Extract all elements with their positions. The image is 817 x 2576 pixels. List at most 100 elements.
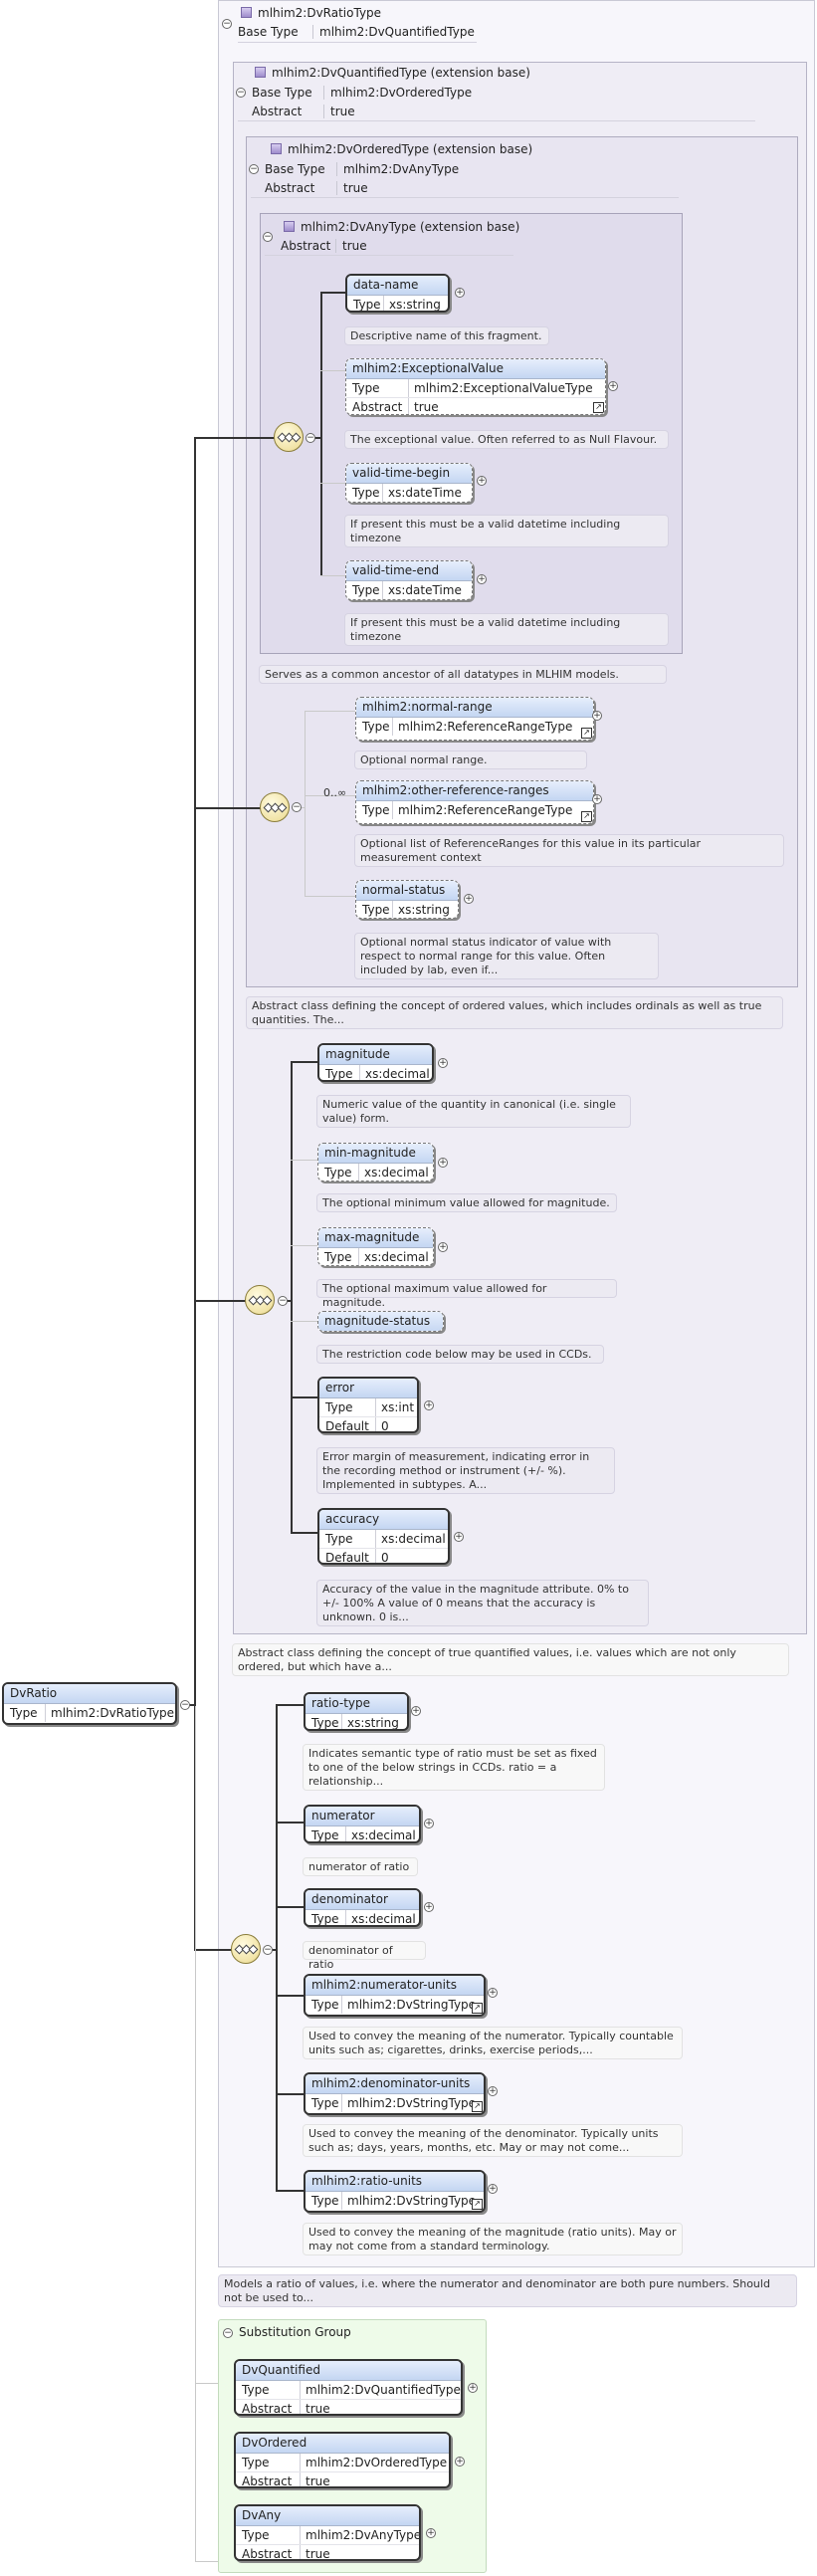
ordered-type-title: mlhim2:DvOrderedType (extension base) <box>271 142 532 156</box>
collapse-root-icon[interactable]: − <box>180 1700 190 1710</box>
connector-line <box>276 2190 304 2192</box>
expand-plus-icon[interactable]: + <box>424 1902 434 1912</box>
documentation-note: The restriction code below may be used i… <box>316 1345 604 1364</box>
collapse-substitution-icon[interactable]: − <box>223 2328 233 2338</box>
expand-plus-icon[interactable]: + <box>488 1988 498 1998</box>
expand-plus-icon[interactable]: + <box>438 1158 448 1168</box>
connector-line <box>194 807 262 809</box>
documentation-note: If present this must be a valid datetime… <box>344 515 669 547</box>
connector-line <box>291 1532 318 1534</box>
element-magnitude-status[interactable]: magnitude-status <box>317 1311 444 1332</box>
expand-plus-icon[interactable]: + <box>488 2184 498 2194</box>
connector-line <box>195 1706 196 2562</box>
connector-line <box>276 1822 304 1824</box>
connector-line <box>320 292 346 294</box>
collapse-ratio-type-icon[interactable]: − <box>222 19 232 29</box>
connector-line <box>291 1061 318 1063</box>
connector-line <box>195 2561 235 2562</box>
collapse-sequence-icon[interactable]: − <box>292 802 302 812</box>
documentation-note: If present this must be a valid datetime… <box>344 613 669 646</box>
expand-plus-icon[interactable]: + <box>454 1532 464 1542</box>
connector-line <box>285 1300 292 1302</box>
expand-plus-icon[interactable]: + <box>426 2528 436 2538</box>
expand-plus-icon[interactable]: + <box>424 1819 434 1828</box>
sequence-compositor-icon[interactable] <box>245 1285 275 1315</box>
documentation-note: Abstract class defining the concept of o… <box>246 996 783 1029</box>
expand-plus-icon[interactable]: + <box>592 794 602 804</box>
documentation-note: Optional list of ReferenceRanges for thi… <box>354 834 784 867</box>
expand-plus-icon[interactable]: + <box>477 476 487 486</box>
collapse-ordered-icon[interactable]: − <box>249 164 259 174</box>
connector-line <box>305 711 356 712</box>
connector-line <box>320 370 346 371</box>
expand-plus-icon[interactable]: + <box>477 574 487 584</box>
sequence-compositor-icon[interactable] <box>274 422 304 452</box>
expand-plus-icon[interactable]: + <box>438 1242 448 1252</box>
sequence-compositor-icon[interactable] <box>260 792 290 822</box>
expand-plus-icon[interactable]: + <box>592 711 602 721</box>
documentation-note: The exceptional value. Often referred to… <box>344 430 669 449</box>
expand-plus-icon[interactable]: + <box>468 2383 478 2393</box>
collapse-sequence-icon[interactable]: − <box>278 1296 288 1306</box>
connector-line <box>276 2093 304 2095</box>
collapse-quantified-icon[interactable]: − <box>236 88 246 98</box>
expand-plus-icon[interactable]: + <box>438 1058 448 1068</box>
connector-line <box>305 711 306 896</box>
collapse-sequence-icon[interactable]: − <box>263 1945 273 1955</box>
connector-line <box>276 1906 304 1908</box>
connector-line <box>299 807 306 808</box>
complex-type-icon <box>241 7 252 18</box>
expand-plus-icon[interactable]: + <box>488 2086 498 2096</box>
collapse-sequence-icon[interactable]: − <box>306 433 315 443</box>
connector-line <box>305 795 356 796</box>
ratio-type-title: mlhim2:DvRatioType <box>241 6 381 20</box>
expand-plus-icon[interactable]: + <box>455 2457 465 2467</box>
expand-plus-icon[interactable]: + <box>608 381 618 391</box>
sequence-compositor-icon[interactable] <box>231 1934 261 1964</box>
documentation-note: Error margin of measurement, indicating … <box>316 1447 615 1494</box>
expand-plus-icon[interactable]: + <box>424 1400 434 1410</box>
complex-type-icon <box>271 143 282 154</box>
documentation-note: Indicates semantic type of ratio must be… <box>303 1744 605 1791</box>
documentation-note: Models a ratio of values, i.e. where the… <box>218 2274 797 2307</box>
divider <box>265 255 513 256</box>
documentation-note: denominator of ratio <box>303 1941 426 1971</box>
reference-arrow-icon: ↗ <box>581 811 592 822</box>
collapse-any-icon[interactable]: − <box>263 232 273 242</box>
reference-arrow-icon: ↗ <box>593 402 604 413</box>
connector-line <box>194 437 276 439</box>
divider <box>238 42 477 43</box>
documentation-note: Accuracy of the value in the magnitude a… <box>316 1580 649 1626</box>
complex-type-icon <box>255 67 266 78</box>
connector-line <box>291 1160 318 1161</box>
expand-plus-icon[interactable]: + <box>464 894 474 904</box>
expand-plus-icon[interactable]: + <box>455 288 465 298</box>
expand-plus-icon[interactable]: + <box>411 1706 421 1716</box>
